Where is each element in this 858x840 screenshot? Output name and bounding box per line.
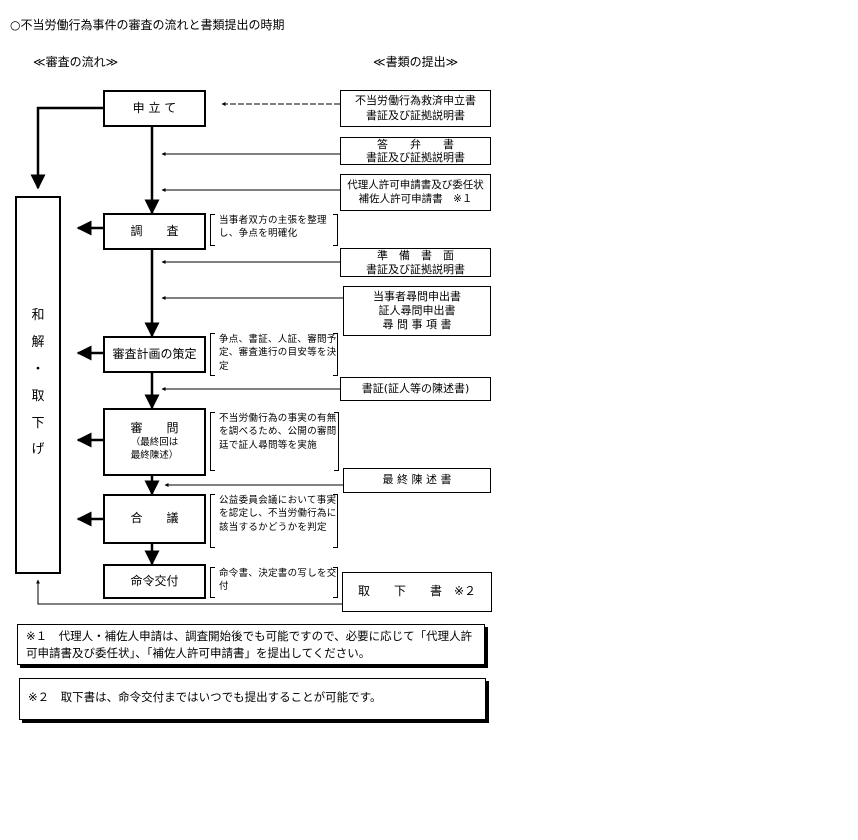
- note-bracket-right: [334, 412, 339, 471]
- doc-line: 補佐人許可申請書 ※１: [358, 192, 473, 205]
- settlement-char: 和: [31, 308, 45, 323]
- application-label: 申 立 て: [132, 100, 177, 115]
- doc-line: 書証及び証拠説明書: [366, 151, 465, 164]
- flow-header: ≪審査の流れ≫: [33, 55, 119, 69]
- note-bracket-right: [333, 494, 338, 548]
- doc-line: 書証及び証拠説明書: [366, 108, 465, 122]
- note-hearing: 不当労働行為の事実の有無を調べるため、公開の審問廷で証人尋問等を実施: [219, 413, 337, 451]
- settlement-char: ・: [31, 361, 45, 377]
- application-box: 申 立 て: [103, 90, 206, 127]
- hearing-box: 審 問 （最終回は 最終陳述）: [103, 408, 206, 476]
- settlement-vertical-text: 和 解 ・ 取 下 げ: [31, 308, 44, 459]
- doc-statement-box: 書証(証人等の陳述書): [340, 377, 491, 401]
- note-bracket-right: [333, 214, 338, 246]
- footnote-1: ※１ 代理人・補佐人申請は、調査開始後でも可能ですので、必要に応じて「代理人許可…: [17, 624, 485, 665]
- deliberation-label: 合 議: [130, 511, 179, 526]
- note-deliberation: 公益委員会議において事実を認定し、不当労働行為に該当するかどうかを判定: [219, 495, 337, 533]
- note-bracket-left: [210, 494, 215, 548]
- note-bracket-right: [333, 567, 338, 598]
- doc-line: 最 終 陳 述 書: [382, 473, 452, 487]
- doc-line: 答 弁 書: [377, 137, 454, 151]
- doc-line: 当事者尋問申出書: [373, 289, 461, 303]
- plan-box: 審査計画の策定: [103, 336, 206, 373]
- doc-examination-box: 当事者尋問申出書 証人尋問申出書 尋 問 事 項 書: [343, 286, 491, 336]
- doc-line: 書証(証人等の陳述書): [361, 381, 470, 395]
- doc-withdrawal-box: 取 下 書 ※２: [342, 572, 492, 612]
- doc-line: 取 下 書 ※２: [357, 584, 477, 599]
- doc-answer-box: 答 弁 書 書証及び証拠説明書: [340, 137, 491, 165]
- note-order: 命令書、決定書の写しを交付: [219, 568, 337, 593]
- arrow-apply-to-settlement: [30, 106, 103, 190]
- arrow-withdrawal-return: [36, 579, 342, 605]
- doc-line: 書証及び証拠説明書: [366, 262, 465, 276]
- note-bracket-left: [210, 567, 215, 598]
- settlement-char: げ: [31, 442, 45, 458]
- settlement-char: 下: [31, 415, 45, 431]
- doc-line: 準 備 書 面: [377, 249, 454, 263]
- doc-line: 不当労働行為救済申立書: [355, 94, 476, 108]
- doc-agent-box: 代理人許可申請書及び委任状 補佐人許可申請書 ※１: [340, 174, 491, 211]
- settlement-char: 解: [31, 334, 45, 350]
- doc-line: 代理人許可申請書及び委任状: [347, 178, 484, 191]
- documents-header: ≪書類の提出≫: [373, 55, 459, 69]
- note-bracket-left: [210, 333, 215, 376]
- order-label: 命令交付: [130, 573, 179, 588]
- note-bracket-left: [210, 214, 215, 246]
- note-investigation: 当事者双方の主張を整理し、争点を明確化: [219, 215, 327, 240]
- hearing-label: 審 問: [130, 421, 179, 436]
- note-bracket-left: [210, 412, 215, 471]
- settlement-char: 取: [31, 388, 45, 404]
- note-plan: 争点、書証、人証、審問予定、審査進行の目安等を決定: [219, 334, 337, 372]
- order-box: 命令交付: [103, 564, 206, 599]
- doc-brief-box: 準 備 書 面 書証及び証拠説明書: [340, 248, 491, 277]
- doc-final-statement-box: 最 終 陳 述 書: [343, 468, 491, 493]
- note-bracket-right: [333, 333, 338, 376]
- doc-line: 証人尋問申出書: [378, 303, 456, 317]
- hearing-sublabel: （最終回は 最終陳述）: [130, 436, 179, 461]
- investigation-box: 調 査: [103, 213, 206, 250]
- investigation-label: 調 査: [130, 223, 179, 238]
- deliberation-box: 合 議: [103, 494, 206, 544]
- doc-line: 尋 問 事 項 書: [382, 318, 452, 332]
- footnote-2: ※２ 取下書は、命令交付まではいつでも提出することが可能です。: [19, 678, 486, 720]
- settlement-withdrawal-box: 和 解 ・ 取 下 げ: [15, 196, 61, 574]
- doc-application-box: 不当労働行為救済申立書 書証及び証拠説明書: [340, 90, 491, 127]
- page-title: ○不当労働行為事件の審査の流れと書類提出の時期: [10, 18, 285, 32]
- plan-label: 審査計画の策定: [112, 346, 197, 361]
